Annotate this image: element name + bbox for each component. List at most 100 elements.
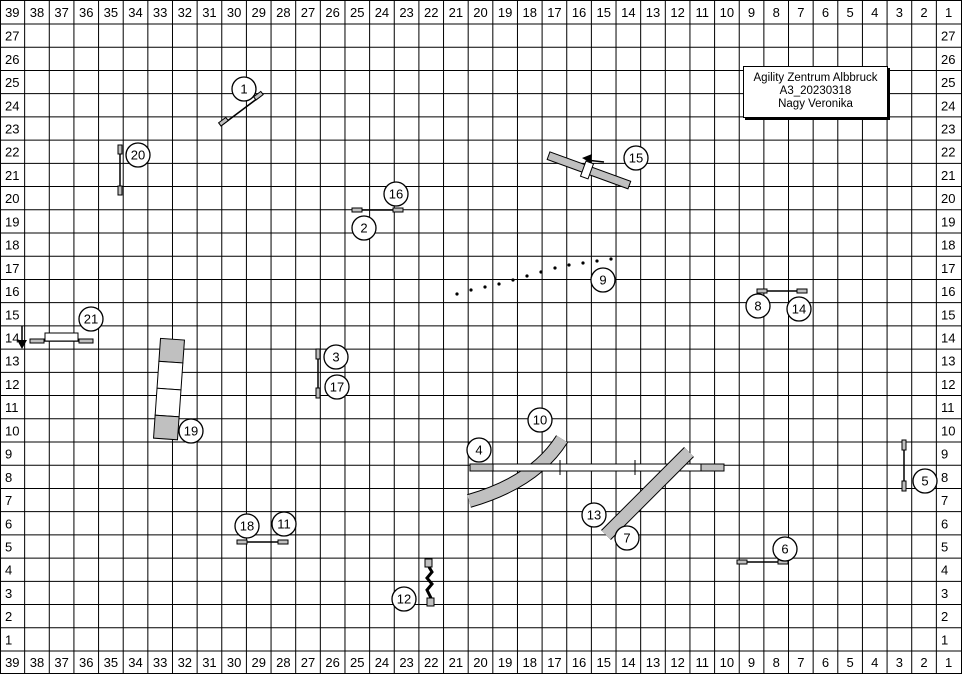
svg-text:15: 15 <box>629 151 643 166</box>
obstacle-tunnel-7 <box>601 447 694 540</box>
row-label: 12 <box>5 377 19 392</box>
obstacle-number-16: 16 <box>383 181 409 207</box>
column-label: 36 <box>79 5 93 20</box>
row-label: 15 <box>5 307 19 322</box>
obstacle-jump-2-16 <box>351 207 404 213</box>
course-info-box: Agility Zentrum Albbruck A3_20230318 Nag… <box>743 66 888 118</box>
obstacle-number-21: 21 <box>78 306 104 332</box>
column-label: 25 <box>350 655 364 670</box>
obstacle-jump-5 <box>901 439 907 492</box>
row-label: 22 <box>941 145 955 160</box>
row-label: 23 <box>941 122 955 137</box>
column-label: 6 <box>822 655 829 670</box>
row-label: 22 <box>5 145 19 160</box>
svg-text:5: 5 <box>921 474 928 489</box>
obstacle-number-13: 13 <box>581 502 607 528</box>
column-label: 28 <box>276 655 290 670</box>
row-label: 10 <box>941 423 955 438</box>
column-label: 36 <box>79 655 93 670</box>
svg-text:17: 17 <box>330 380 344 395</box>
row-label: 24 <box>5 98 19 113</box>
row-label: 8 <box>5 470 12 485</box>
column-label: 24 <box>375 655 389 670</box>
obstacle-dogwalk-4 <box>469 460 725 475</box>
column-label: 26 <box>325 5 339 20</box>
row-label: 14 <box>941 331 955 346</box>
svg-text:16: 16 <box>389 187 403 202</box>
row-label: 2 <box>941 609 948 624</box>
svg-text:14: 14 <box>792 302 806 317</box>
obstacle-number-17: 17 <box>324 374 350 400</box>
column-label: 30 <box>227 5 241 20</box>
svg-text:10: 10 <box>533 413 547 428</box>
column-label: 33 <box>153 655 167 670</box>
column-label: 25 <box>350 5 364 20</box>
obstacle-number-3: 3 <box>323 344 349 370</box>
row-label: 9 <box>941 447 948 462</box>
obstacle-number-20: 20 <box>125 142 151 168</box>
row-label: 18 <box>5 238 19 253</box>
row-label: 16 <box>5 284 19 299</box>
column-label: 8 <box>773 655 780 670</box>
svg-text:21: 21 <box>84 312 98 327</box>
info-location: Agility Zentrum Albbruck <box>753 72 878 84</box>
obstacle-jump-8-14 <box>756 288 808 294</box>
column-label: 14 <box>621 5 635 20</box>
column-label: 27 <box>301 655 315 670</box>
column-label: 1 <box>945 5 952 20</box>
column-label: 5 <box>846 5 853 20</box>
row-label: 12 <box>941 377 955 392</box>
row-label: 3 <box>5 586 12 601</box>
obstacle-number-11: 11 <box>271 511 297 537</box>
row-label: 13 <box>941 354 955 369</box>
column-label: 29 <box>251 5 265 20</box>
column-label: 8 <box>773 5 780 20</box>
obstacle-table-19 <box>153 337 185 441</box>
obstacle-jump-18-11 <box>236 539 289 545</box>
column-label: 23 <box>399 655 413 670</box>
svg-text:6: 6 <box>781 542 788 557</box>
row-label: 16 <box>941 284 955 299</box>
column-label: 37 <box>54 5 68 20</box>
obstacle-number-8: 8 <box>745 293 771 319</box>
column-label: 3 <box>896 655 903 670</box>
row-label: 19 <box>5 214 19 229</box>
column-label: 2 <box>920 5 927 20</box>
column-label: 35 <box>104 5 118 20</box>
column-label: 22 <box>424 655 438 670</box>
column-label: 7 <box>797 655 804 670</box>
column-label: 38 <box>30 5 44 20</box>
obstacle-number-9: 9 <box>590 267 616 293</box>
column-label: 22 <box>424 5 438 20</box>
column-label: 3 <box>896 5 903 20</box>
obstacle-number-14: 14 <box>786 296 812 322</box>
obstacle-number-15: 15 <box>623 145 649 171</box>
column-label: 39 <box>5 655 19 670</box>
row-label: 20 <box>5 191 19 206</box>
row-label: 11 <box>5 400 19 415</box>
column-label: 21 <box>449 655 463 670</box>
row-label: 4 <box>5 563 12 578</box>
column-label: 32 <box>178 655 192 670</box>
column-label: 31 <box>202 5 216 20</box>
row-label: 15 <box>941 307 955 322</box>
column-label: 5 <box>846 655 853 670</box>
svg-text:3: 3 <box>332 350 339 365</box>
row-label: 18 <box>941 238 955 253</box>
obstacle-tunnel-10 <box>467 435 568 508</box>
column-label: 30 <box>227 655 241 670</box>
column-label: 18 <box>523 655 537 670</box>
obstacle-number-2: 2 <box>351 215 377 241</box>
column-label: 27 <box>301 5 315 20</box>
column-label: 35 <box>104 655 118 670</box>
row-label: 2 <box>5 609 12 624</box>
column-label: 32 <box>178 5 192 20</box>
column-label: 15 <box>596 655 610 670</box>
row-label: 8 <box>941 470 948 485</box>
svg-text:12: 12 <box>397 592 411 607</box>
